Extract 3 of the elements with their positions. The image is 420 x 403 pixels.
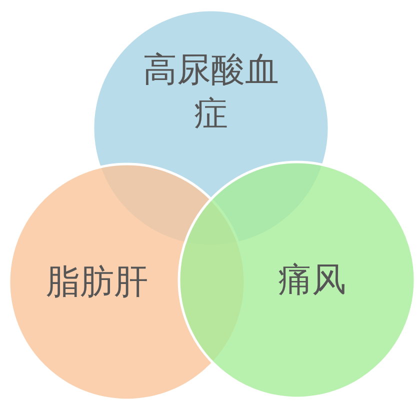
set-label: 高尿酸血症 xyxy=(142,49,280,136)
set-label: 脂肪肝 xyxy=(45,261,149,304)
set-label: 痛风 xyxy=(277,259,347,302)
